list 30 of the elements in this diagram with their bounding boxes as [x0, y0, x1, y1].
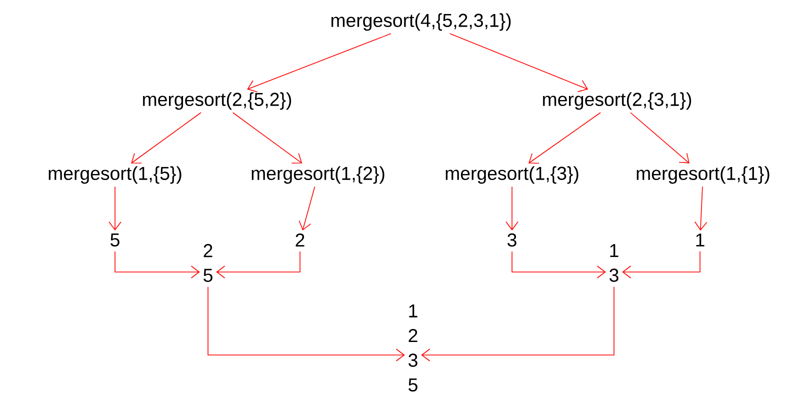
number-list: 3 [508, 233, 516, 247]
arrow [421, 286, 614, 362]
arrow [512, 251, 606, 278]
arrow [449, 33, 588, 92]
function-call-label: mergesort(2,{3,1}) [543, 92, 692, 110]
arrow [208, 286, 405, 362]
arrow [216, 251, 300, 278]
arrow [506, 186, 518, 230]
arrow [630, 112, 690, 164]
function-call-label: mergesort(2,{5,2}) [143, 92, 292, 110]
number-list: 1 3 [610, 244, 618, 282]
function-call-label: mergesort(1,{1}) [636, 166, 770, 184]
function-call-label: mergesort(1,{3}) [446, 166, 578, 184]
arrow [298, 186, 316, 231]
arrow [694, 186, 708, 231]
number-list: 2 [296, 233, 304, 247]
number-list: 5 [110, 234, 120, 247]
number-list: 1 [696, 234, 704, 246]
arrow [232, 112, 302, 164]
arrow [528, 112, 601, 164]
function-call-label: mergesort(1,{5}) [48, 166, 182, 184]
arrow [622, 250, 700, 278]
number-list: 1 2 3 5 [408, 304, 418, 392]
arrow [247, 33, 392, 92]
arrow [114, 251, 200, 278]
arrow [108, 186, 122, 231]
function-call-label: mergesort(4,{5,2,3,1}) [331, 13, 511, 31]
function-call-label: mergesort(1,{2}) [252, 166, 384, 184]
arrow [131, 112, 202, 164]
number-list: 2 5 [204, 244, 212, 282]
